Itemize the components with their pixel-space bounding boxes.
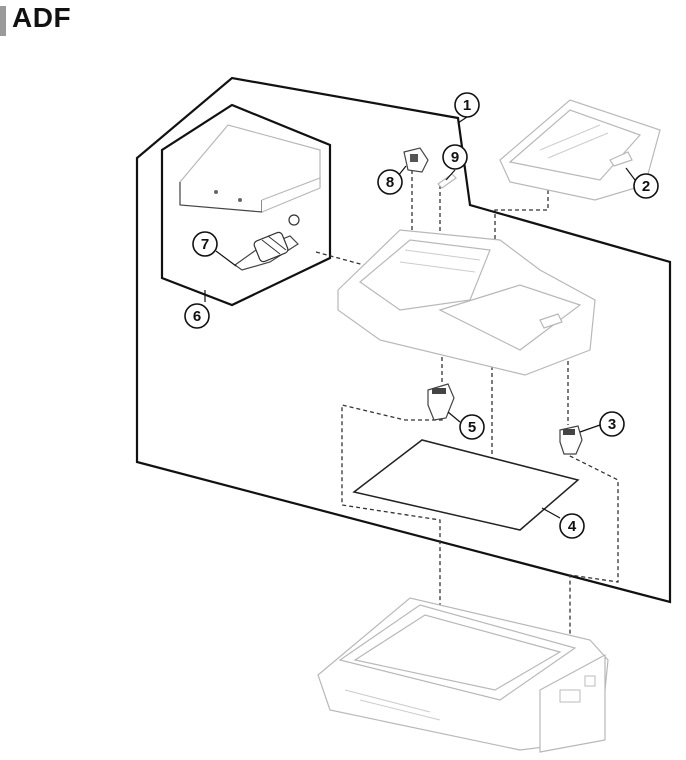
callout-7-label: 7 — [201, 236, 209, 253]
callout-9: 9 — [442, 144, 468, 170]
hinge-3-part — [559, 425, 583, 455]
callout-6-label: 6 — [193, 308, 201, 325]
callout-1: 1 — [454, 92, 480, 118]
callout-4-label: 4 — [568, 518, 577, 535]
page-title: ADF — [12, 2, 72, 33]
input-tray-part — [499, 99, 661, 201]
callout-3: 3 — [599, 411, 625, 437]
callout-5: 5 — [459, 414, 485, 440]
callout-2-label: 2 — [642, 178, 650, 195]
pick-roller-part — [233, 214, 300, 271]
bracket-8-part — [403, 147, 429, 173]
callout-7: 7 — [192, 231, 218, 257]
title-accent-bar — [0, 6, 6, 36]
callout-2: 2 — [633, 173, 659, 199]
kit-6-frame — [160, 103, 332, 307]
callout-1-label: 1 — [463, 97, 471, 114]
callout-5-label: 5 — [468, 419, 476, 436]
scanner-base-part — [317, 597, 609, 753]
callout-9-label: 9 — [451, 149, 459, 166]
callout-6: 6 — [184, 303, 210, 329]
pick-cover-part — [179, 124, 321, 213]
plate-9-part — [437, 173, 457, 189]
callout-3-label: 3 — [608, 416, 616, 433]
hinge-5-part — [427, 383, 455, 421]
adf-main-unit-part — [337, 229, 596, 376]
callout-8-label: 8 — [386, 174, 394, 191]
callout-8: 8 — [377, 169, 403, 195]
callout-4: 4 — [559, 513, 585, 539]
document-pad-part — [352, 439, 580, 531]
callout-leaders — [204, 116, 636, 519]
